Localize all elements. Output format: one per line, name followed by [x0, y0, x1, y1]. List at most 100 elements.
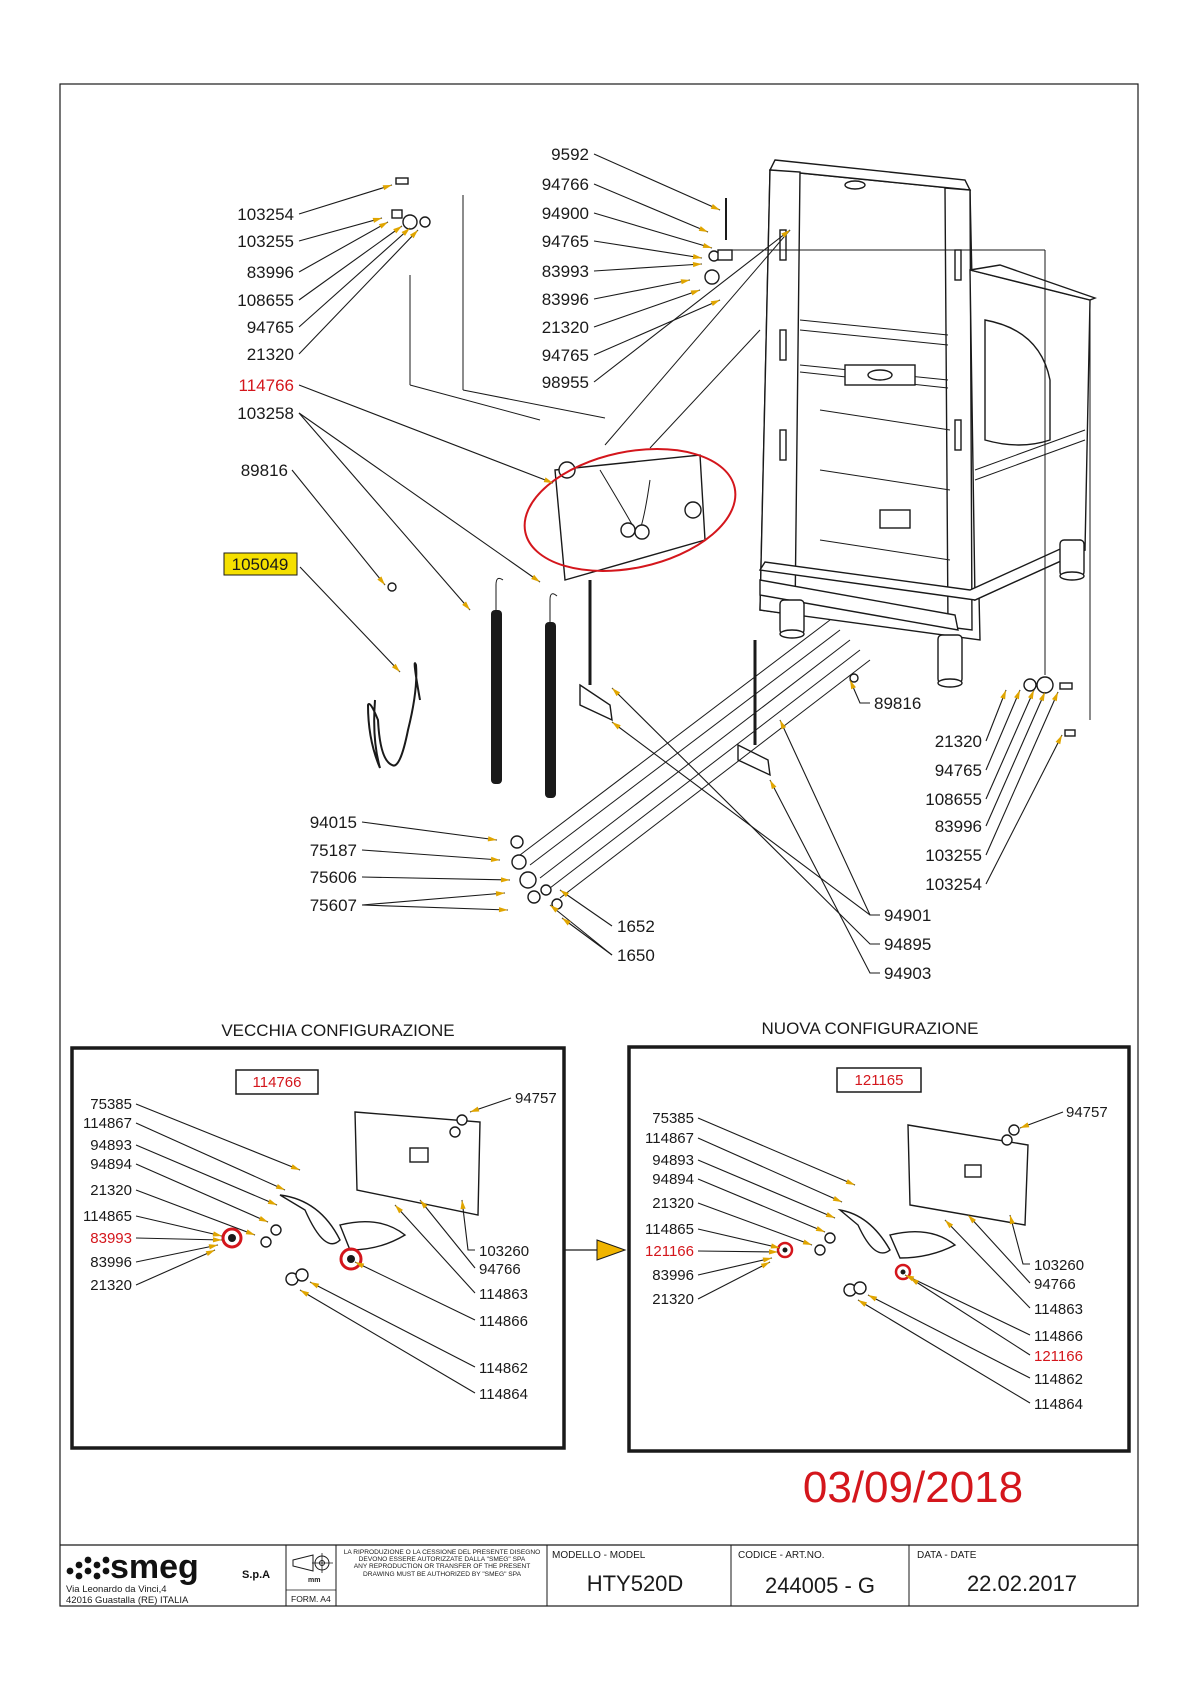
leader-tip	[212, 1237, 222, 1243]
callout-94015: 94015	[310, 813, 357, 832]
brand-wordmark: smeg	[110, 1548, 199, 1586]
callout-75606: 75606	[310, 868, 357, 887]
leader-tip	[770, 1243, 780, 1249]
callout-94900: 94900	[542, 204, 589, 223]
old-hinge-drawing	[221, 1111, 481, 1286]
leader-tip	[300, 1290, 310, 1297]
callout-75187: 75187	[310, 841, 357, 860]
leader-tip	[1009, 1215, 1015, 1225]
leader-tip	[470, 1106, 480, 1112]
leader-tip	[495, 891, 505, 897]
callout-75607: 75607	[310, 896, 357, 915]
leader-tip	[1051, 692, 1058, 702]
old-callout-114863: 114863	[479, 1286, 528, 1303]
old-red-ring-2	[339, 1247, 363, 1271]
callouts-top-center: 9592 94766 94900 94765 83993 83996 21320…	[542, 145, 791, 392]
callout-103254-r: 103254	[925, 875, 982, 894]
leader-tip	[910, 1278, 919, 1286]
leader-tip	[393, 226, 402, 234]
leader-tip	[868, 1295, 878, 1302]
leader-tip	[780, 720, 787, 730]
leader-tip	[205, 1250, 215, 1257]
callout-21320: 21320	[247, 345, 294, 364]
callout-9592: 9592	[551, 145, 589, 164]
new-callout-94893: 94893	[652, 1152, 694, 1169]
new-config-title: NUOVA CONFIGURAZIONE	[762, 1019, 979, 1038]
leader-tip	[208, 1244, 218, 1250]
new-config-code: 121165	[855, 1072, 904, 1089]
leader-tip	[562, 918, 571, 926]
callout-83993: 83993	[542, 262, 589, 281]
leader-tip	[845, 1179, 855, 1185]
old-callout-114866: 114866	[479, 1313, 528, 1330]
old-callout-114865: 114865	[83, 1208, 132, 1225]
old-config-title: VECCHIA CONFIGURAZIONE	[221, 1021, 454, 1040]
leader-tip	[858, 1300, 868, 1307]
hinge-plate-assembly	[523, 448, 737, 581]
leader-tip	[355, 1262, 365, 1269]
projection-symbol-icon: mm	[292, 1553, 333, 1584]
old-callout-94757: 94757	[515, 1090, 557, 1107]
leader-tip	[692, 254, 702, 260]
transition-arrow	[564, 1239, 627, 1261]
old-callout-21320-b: 21320	[90, 1277, 132, 1294]
new-red-ring-1	[776, 1241, 794, 1259]
old-config-callouts-right: 94757 103260 94766 114863 114866 114862 …	[299, 1090, 557, 1403]
callout-89816: 89816	[241, 461, 288, 480]
leader-tip	[692, 261, 702, 268]
callout-94903: 94903	[884, 964, 931, 983]
leader-tip	[382, 185, 392, 191]
new-callout-121166-red: 121166	[645, 1243, 694, 1260]
old-callout-94766: 94766	[479, 1261, 521, 1278]
leader-tip	[945, 1220, 954, 1229]
callout-108655: 108655	[237, 291, 294, 310]
old-callout-21320: 21320	[90, 1182, 132, 1199]
callout-83996-r: 83996	[935, 817, 982, 836]
new-callout-114865: 114865	[645, 1221, 694, 1238]
leader-tip	[490, 856, 500, 862]
old-config-frame	[70, 1046, 566, 1450]
leader-tip	[560, 890, 569, 898]
new-hinge-drawing	[776, 1124, 1029, 1297]
leader-tip	[462, 601, 470, 610]
main-diagram: 103254 103255 83996 108655 94765 21320 1…	[223, 145, 1098, 983]
machine-frame	[758, 159, 1098, 688]
leader-tip	[1038, 692, 1045, 702]
leader-tip	[1027, 690, 1034, 700]
callout-94765-b: 94765	[542, 346, 589, 365]
leader-tip	[212, 1231, 222, 1237]
date-header: DATA - DATE	[917, 1550, 977, 1561]
model-value: HTY520D	[587, 1571, 684, 1596]
new-callout-103260: 103260	[1034, 1257, 1084, 1274]
address-line-1: Via Leonardo da Vinci,4	[66, 1584, 167, 1595]
callout-94765-a: 94765	[542, 232, 589, 251]
callout-103258: 103258	[237, 404, 294, 423]
old-callout-114864: 114864	[479, 1386, 528, 1403]
new-callout-21320-b: 21320	[652, 1291, 694, 1308]
leader-tip	[395, 1205, 403, 1214]
guide-lines	[409, 195, 1091, 899]
old-callout-94894: 94894	[90, 1156, 132, 1173]
new-config-callouts-right: 94757 103260 94766 114863 114866 121166 …	[857, 1104, 1108, 1413]
leader-tip	[401, 228, 410, 236]
old-configuration-panel: VECCHIA CONFIGURAZIONE 114766	[70, 1021, 566, 1450]
callout-103254: 103254	[237, 205, 294, 224]
wire-cable	[366, 662, 421, 769]
code-value: 244005 - G	[765, 1573, 875, 1598]
old-callout-83996: 83996	[90, 1254, 132, 1271]
leader-tip	[290, 1164, 300, 1170]
leader-tip	[702, 242, 712, 248]
model-header: MODELLO - MODEL	[552, 1550, 646, 1561]
leader-tip	[550, 905, 559, 913]
address-line-2: 42016 Guastalla (RE) ITALIA	[66, 1595, 189, 1606]
leader-tip	[500, 877, 510, 883]
leader-tip	[1014, 690, 1020, 700]
new-callout-114863: 114863	[1034, 1301, 1083, 1318]
leader-tip	[460, 1200, 466, 1210]
old-callout-83993-red: 83993	[90, 1230, 132, 1247]
new-callout-83996: 83996	[652, 1267, 694, 1284]
new-callout-21320: 21320	[652, 1195, 694, 1212]
old-callout-103260: 103260	[479, 1243, 529, 1260]
callout-103255: 103255	[237, 232, 294, 251]
